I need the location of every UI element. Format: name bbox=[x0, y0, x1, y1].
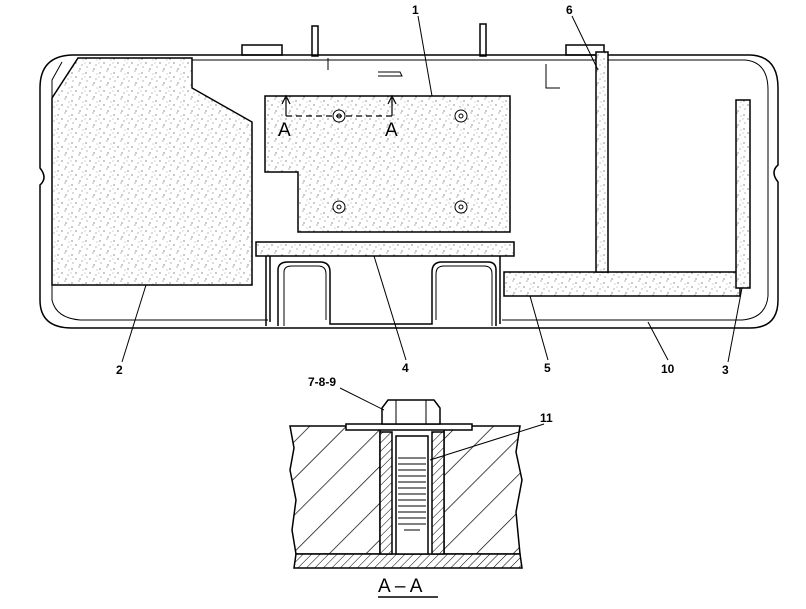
bolt-head bbox=[458, 204, 464, 210]
top-tab-left bbox=[241, 44, 283, 56]
leader-11 bbox=[429, 423, 545, 461]
top-view bbox=[39, 23, 779, 329]
leader-2 bbox=[121, 284, 147, 363]
stud-left bbox=[311, 25, 319, 57]
leader-3 bbox=[727, 287, 743, 363]
leader-7-8-9 bbox=[339, 387, 385, 411]
part-4-strip bbox=[255, 241, 515, 257]
top-tab-right bbox=[565, 44, 605, 56]
leader-10 bbox=[647, 321, 669, 361]
slot-mark bbox=[378, 71, 403, 77]
leader-lines bbox=[121, 15, 743, 363]
leader-6 bbox=[571, 15, 599, 71]
bolt-head bbox=[336, 204, 342, 210]
bore-wall-right bbox=[431, 431, 445, 555]
housing-inner-wall-left bbox=[51, 61, 268, 321]
leader-4 bbox=[373, 255, 407, 361]
section-block-left bbox=[289, 425, 381, 555]
callout-10: 10 bbox=[661, 362, 675, 376]
stud-right bbox=[479, 23, 487, 57]
bore-wall-left bbox=[379, 431, 393, 555]
part-2-block bbox=[51, 57, 253, 286]
callout-1: 1 bbox=[412, 3, 419, 17]
section-marker-left: A bbox=[278, 120, 291, 141]
section-view bbox=[289, 399, 523, 569]
housing-inner-wall bbox=[80, 59, 769, 321]
part-6-bar bbox=[595, 51, 609, 273]
part-1-plate bbox=[264, 95, 511, 233]
callout-2: 2 bbox=[116, 363, 123, 377]
callout-3: 3 bbox=[722, 363, 729, 377]
callout-7-8-9: 7-8-9 bbox=[308, 375, 336, 389]
part-4-channel-inner bbox=[283, 265, 493, 326]
part-4-channel bbox=[265, 256, 501, 326]
section-marker-right: A bbox=[385, 120, 398, 141]
section-block-right bbox=[443, 425, 523, 555]
part-3-bar bbox=[735, 99, 751, 289]
callout-6: 6 bbox=[566, 3, 573, 17]
callout-11: 11 bbox=[540, 411, 553, 425]
bolt-shank bbox=[395, 435, 429, 555]
bracket-mark bbox=[545, 64, 560, 89]
callout-5: 5 bbox=[544, 361, 551, 375]
section-leaders bbox=[339, 387, 545, 461]
section-title: A – A bbox=[378, 576, 423, 597]
part-5-bar bbox=[503, 271, 741, 297]
section-arrow-left bbox=[281, 94, 291, 116]
leader-1 bbox=[417, 15, 433, 97]
bolt-head bbox=[458, 113, 464, 119]
section-arrow-right bbox=[387, 94, 397, 116]
bolt-threads bbox=[398, 457, 426, 531]
bolt-head-hex bbox=[381, 399, 441, 425]
housing-outline bbox=[39, 54, 779, 329]
callout-4: 4 bbox=[402, 361, 409, 375]
section-bottom-plate bbox=[293, 553, 523, 569]
washer bbox=[345, 423, 473, 431]
bolt-head bbox=[454, 109, 468, 123]
bolt-head bbox=[454, 200, 468, 214]
leader-5 bbox=[529, 295, 549, 361]
bolt-head bbox=[332, 200, 346, 214]
